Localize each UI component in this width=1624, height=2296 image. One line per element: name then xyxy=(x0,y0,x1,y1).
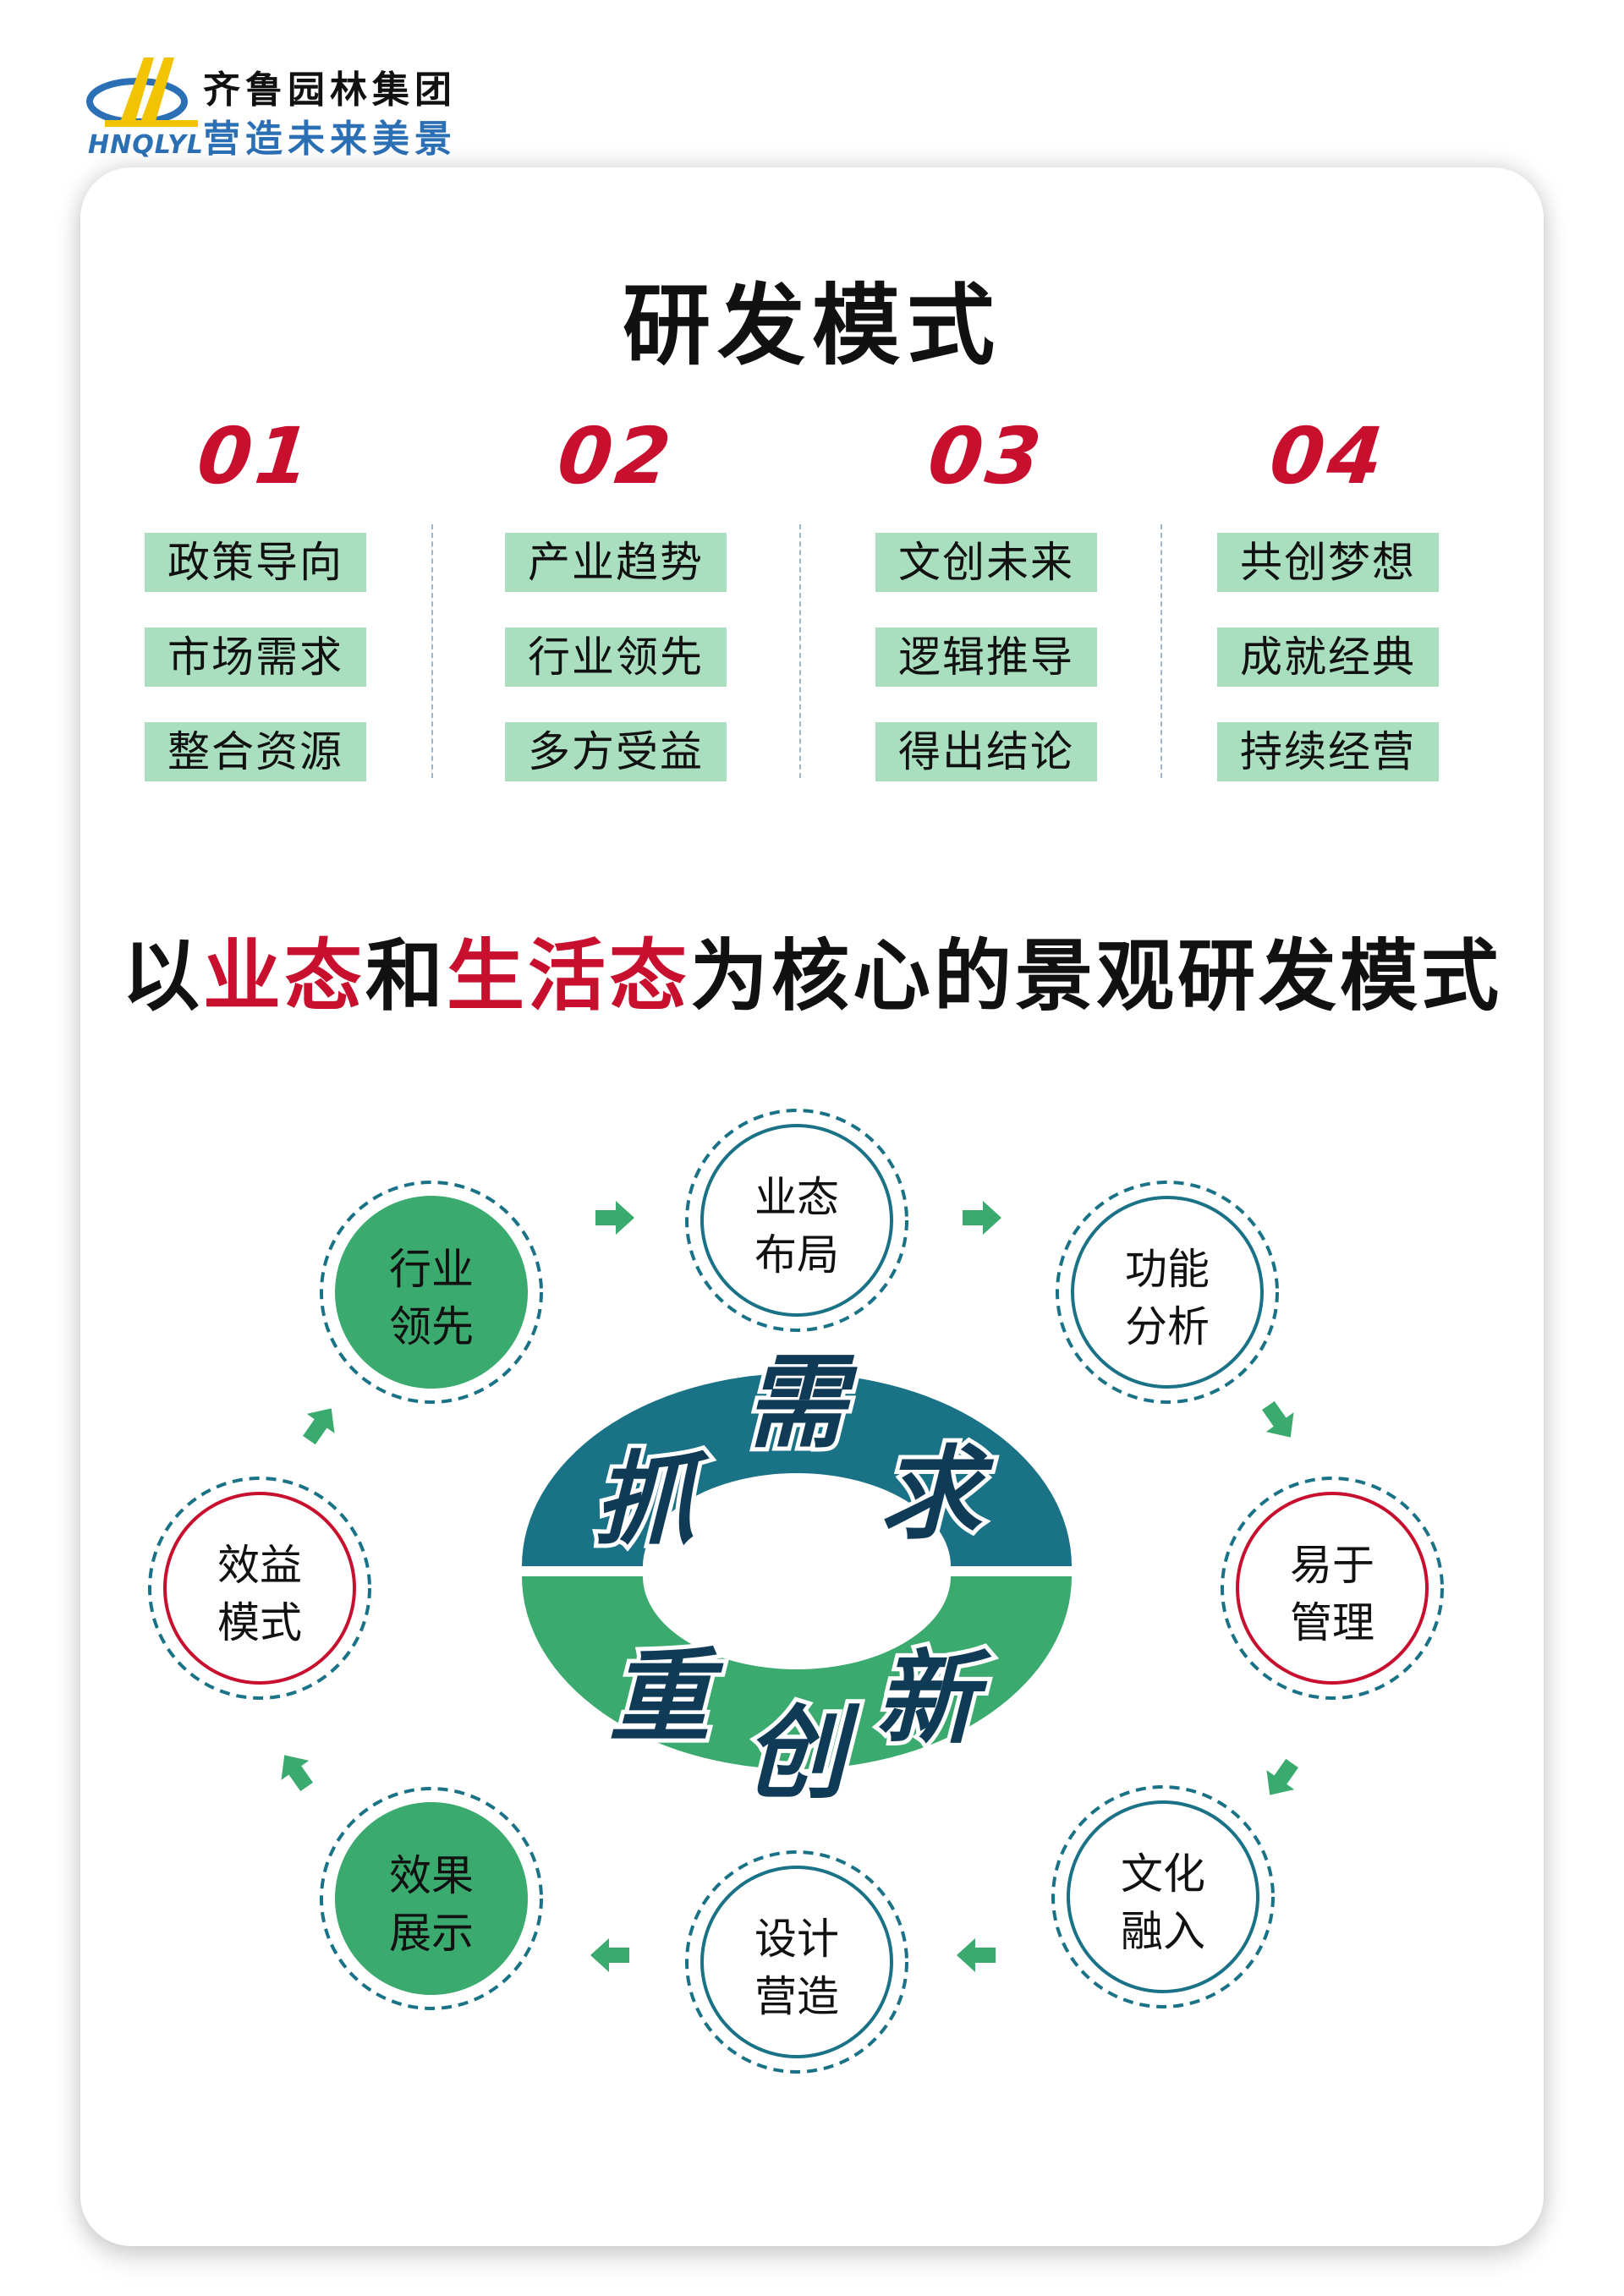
subtitle-highlight-life: 生活态 xyxy=(447,931,691,1022)
section-subtitle: 以业态和生活态为核心的景观研发模式 xyxy=(0,913,1624,1026)
subtitle-part: 和 xyxy=(365,931,447,1022)
core-char-top: 求 xyxy=(880,1436,995,1553)
node-label: 分析 xyxy=(1125,1302,1210,1351)
node-label: 效益 xyxy=(217,1541,302,1590)
brand-name: 齐鲁园林集团 xyxy=(203,68,457,112)
tag-item: 产业趋势 xyxy=(505,533,727,592)
logo-mark-icon xyxy=(86,58,198,127)
node-label: 易于 xyxy=(1290,1541,1374,1590)
node-label: 展示 xyxy=(389,1909,474,1958)
node-outer-ring xyxy=(320,1181,543,1404)
core-char-top: 抓 xyxy=(594,1442,710,1559)
node-outer-ring xyxy=(1056,1181,1279,1404)
tag-item: 文创未来 xyxy=(875,533,1097,592)
tag-item: 多方受益 xyxy=(505,722,727,781)
column-04: 04 共创梦想 成就经典 持续经营 xyxy=(1201,411,1455,781)
tag-item: 持续经营 xyxy=(1217,722,1439,781)
node-outer-ring xyxy=(1051,1785,1275,2008)
node-label: 管理 xyxy=(1290,1598,1374,1647)
node-inner-circle xyxy=(163,1492,356,1685)
node-inner-circle xyxy=(335,1196,528,1389)
node-outer-ring xyxy=(685,1850,908,2074)
node-label: 文化 xyxy=(1121,1849,1205,1899)
column-02: 02 产业趋势 行业领先 多方受益 xyxy=(489,411,743,781)
flow-arrow-shape xyxy=(1266,1758,1298,1795)
subtitle-part: 以 xyxy=(121,931,203,1022)
node-inner-circle xyxy=(1071,1196,1264,1389)
node-label: 布局 xyxy=(754,1230,839,1280)
core-ring-bottom xyxy=(522,1576,1072,1769)
node-label: 效果 xyxy=(389,1851,474,1900)
node-label: 业态 xyxy=(754,1173,839,1222)
brand-logo: 齐鲁园林集团 营造未来美景 HNQLYL xyxy=(85,49,524,161)
core-char-bottom: 新 xyxy=(875,1641,992,1758)
tag-item: 行业领先 xyxy=(505,627,727,687)
tag-item: 共创梦想 xyxy=(1217,533,1439,592)
core-char-top: 需 xyxy=(744,1345,858,1462)
node-outer-ring xyxy=(320,1787,543,2010)
node-label: 行业 xyxy=(389,1245,474,1294)
tag-item: 成就经典 xyxy=(1217,627,1439,687)
column-divider xyxy=(431,524,433,778)
flow-arrow-icon xyxy=(963,1201,1001,1235)
subtitle-part: 为核心的景观研发模式 xyxy=(690,931,1503,1022)
flow-arrow-shape xyxy=(963,1201,1001,1235)
tag-item: 市场需求 xyxy=(145,627,366,687)
node-label: 功能 xyxy=(1125,1245,1210,1294)
column-divider xyxy=(1160,524,1162,778)
node-label: 领先 xyxy=(389,1302,474,1351)
flow-arrow-icon xyxy=(590,1938,629,1972)
flow-arrow-shape xyxy=(595,1201,634,1235)
flow-arrow-shape xyxy=(1262,1400,1294,1438)
subtitle-highlight-business: 业态 xyxy=(202,931,365,1022)
node-label: 营造 xyxy=(754,1972,839,2021)
flow-arrow-icon xyxy=(281,1755,313,1792)
tag-item: 得出结论 xyxy=(875,722,1097,781)
brand-slogan: 营造未来美景 xyxy=(203,118,457,161)
node-inner-circle xyxy=(700,1866,893,2058)
flow-arrow-shape xyxy=(281,1755,313,1792)
node-label: 设计 xyxy=(754,1915,839,1964)
node-label: 融入 xyxy=(1121,1907,1205,1956)
tag-item: 逻辑推导 xyxy=(875,627,1097,687)
column-03: 03 文创未来 逻辑推导 得出结论 xyxy=(859,411,1113,781)
node-outer-ring xyxy=(148,1477,371,1700)
brand-name-en: HNQLYL xyxy=(88,130,205,160)
node-inner-circle xyxy=(1236,1492,1429,1685)
flow-arrow-icon xyxy=(1262,1400,1294,1438)
column-01: 01 政策导向 市场需求 整合资源 xyxy=(129,411,382,781)
node-inner-circle xyxy=(700,1124,893,1317)
node-outer-ring xyxy=(1221,1477,1444,1700)
node-inner-circle xyxy=(1067,1800,1259,1993)
page-title: 研发模式 xyxy=(622,274,1001,377)
node-label: 模式 xyxy=(217,1598,302,1647)
tag-item: 政策导向 xyxy=(145,533,366,592)
flow-arrow-icon xyxy=(303,1408,335,1445)
flow-arrow-icon xyxy=(957,1938,996,1972)
flow-arrow-icon xyxy=(1266,1758,1298,1795)
column-divider xyxy=(799,524,801,778)
tag-item: 整合资源 xyxy=(145,722,366,781)
flow-arrow-shape xyxy=(303,1408,335,1445)
node-outer-ring xyxy=(685,1109,908,1332)
node-inner-circle xyxy=(335,1802,528,1995)
core-ring-top xyxy=(522,1373,1072,1566)
core-char-bottom: 重 xyxy=(609,1639,724,1756)
flow-arrow-shape xyxy=(590,1938,629,1972)
core-char-bottom: 创 xyxy=(744,1696,860,1813)
flow-arrow-shape xyxy=(957,1938,996,1972)
flow-arrow-icon xyxy=(595,1201,634,1235)
